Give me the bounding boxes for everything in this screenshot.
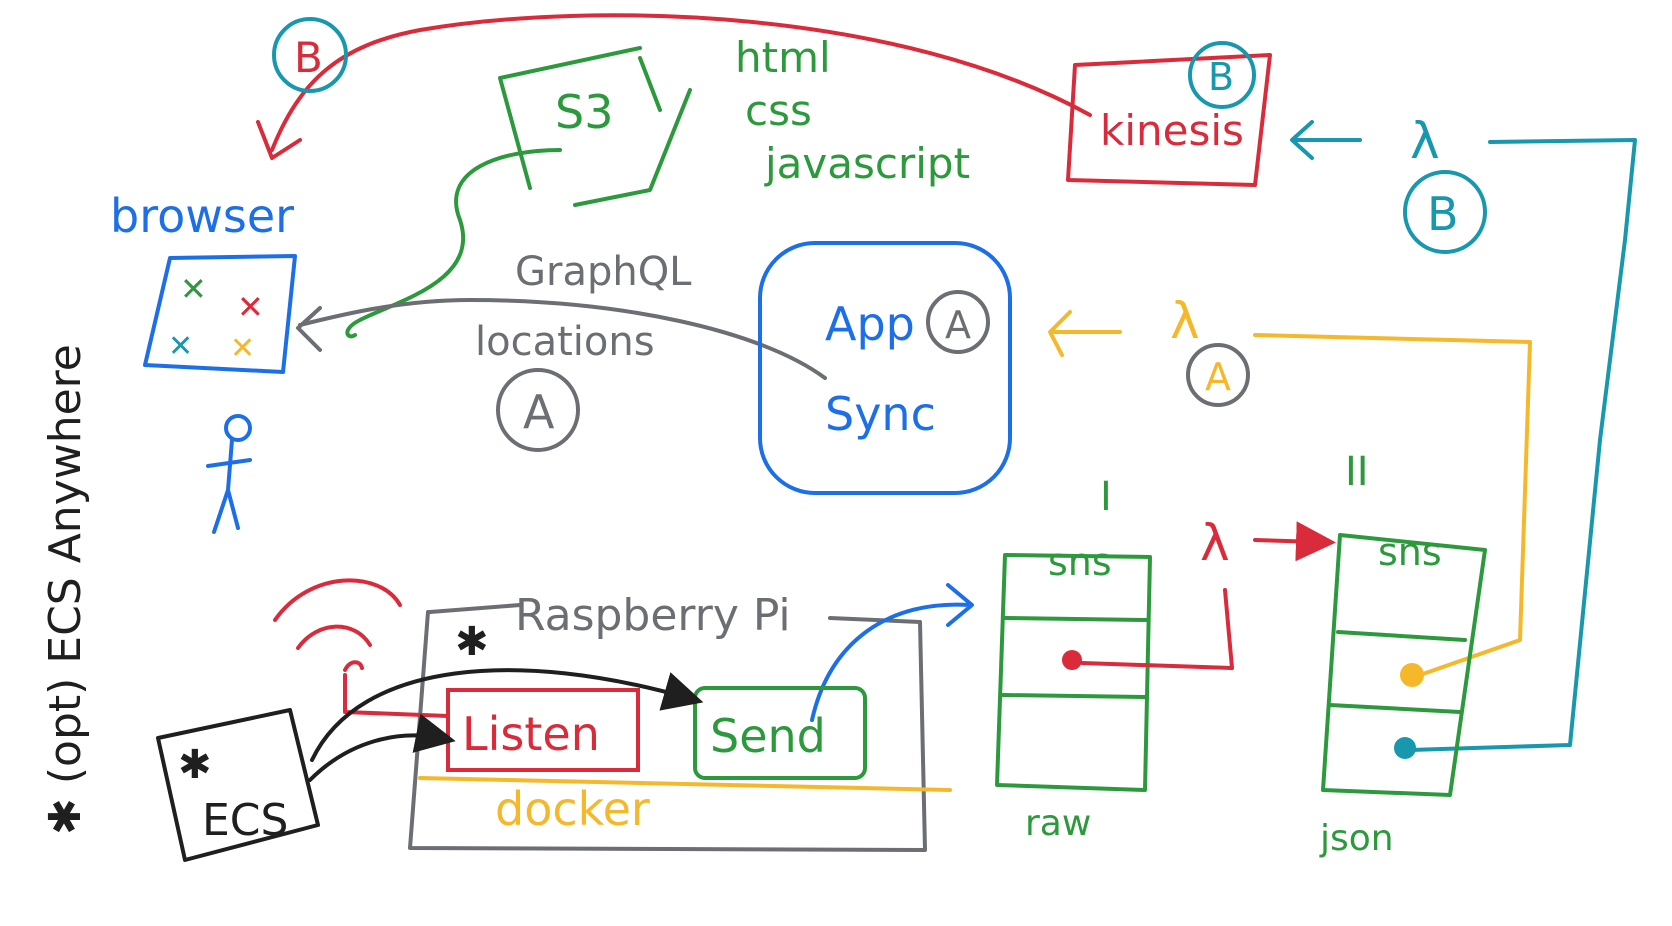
badge-a-locations-text: A: [523, 385, 555, 439]
ecs-to-send-arrow: [310, 668, 704, 762]
ecs-asterisk: ✱: [178, 742, 212, 788]
stage-2-label: II: [1345, 449, 1369, 495]
lambda-to-sns-json-arrow: [1253, 521, 1336, 562]
raw-to-lambda-line: [1080, 588, 1234, 670]
raw-record-dot: [1062, 650, 1082, 670]
lambda-a-label: λ: [1170, 292, 1200, 350]
json-record-orange-dot: [1400, 663, 1424, 687]
sync-label: Sync: [825, 387, 936, 441]
sns-json-box: [1321, 533, 1487, 797]
app-label: App: [825, 297, 915, 351]
javascript-label: javascript: [764, 139, 970, 188]
lambda-a-to-appsync-arrow: [1048, 310, 1122, 357]
badge-a-app-text: A: [945, 303, 971, 347]
docker-label: docker: [495, 782, 650, 836]
kinesis-to-browser-arc: [256, 13, 1092, 160]
locations-label: locations: [475, 319, 655, 365]
badge-b-kinesis-text: B: [1208, 55, 1234, 99]
lambda-b-label: λ: [1410, 112, 1440, 170]
browser-label: browser: [110, 189, 294, 243]
css-label: css: [745, 86, 812, 135]
badge-b-lambda: [1403, 170, 1487, 254]
graphql-label: GraphQL: [515, 249, 692, 295]
badge-b-lambda-text: B: [1427, 187, 1459, 241]
listen-label: Listen: [462, 707, 600, 761]
sns-json-label: sns: [1378, 530, 1442, 574]
docker-line: [418, 776, 952, 792]
sidebar-label: ✱ (opt) ECS Anywhere: [40, 344, 91, 835]
map-marker-red: ✕: [237, 288, 264, 326]
raspberry-pi-asterisk: ✱: [455, 619, 489, 665]
badge-a-locations: [496, 368, 580, 452]
badge-a-lambda-text: A: [1205, 355, 1231, 399]
ecs-box: [156, 708, 320, 862]
map-marker-teal: ✕: [168, 329, 193, 364]
kinesis-box: [1066, 53, 1272, 187]
raw-label: raw: [1025, 803, 1091, 844]
raspberry-pi-box: [408, 603, 927, 852]
wifi-signal-icon: [273, 578, 402, 672]
html-label: html: [735, 33, 831, 82]
s3-to-browser-link: [345, 148, 562, 339]
send-box: [693, 686, 867, 780]
appsync-box: [758, 241, 1012, 495]
browser-map-box: [143, 254, 297, 374]
wifi-to-listen-line: [343, 673, 450, 718]
ecs-label: ECS: [202, 795, 288, 846]
badge-a-app: [926, 290, 990, 354]
lambda-b-to-kinesis-arrow: [1290, 120, 1362, 160]
raspberry-pi-label: Raspberry Pi: [515, 590, 791, 641]
s3-bucket: [498, 46, 692, 207]
s3-label: S3: [555, 85, 613, 139]
sns-raw-label: sns: [1048, 540, 1112, 584]
kinesis-label: kinesis: [1100, 106, 1244, 155]
badge-b-browser: [272, 17, 348, 93]
ecs-to-listen-arrow: [308, 713, 456, 782]
user-icon: [206, 414, 252, 534]
send-label: Send: [710, 709, 826, 763]
json-label: json: [1319, 818, 1394, 859]
lambda-mid-label: λ: [1200, 514, 1230, 572]
pi-to-sns-raw-arrow: [810, 583, 974, 722]
map-marker-orange: ✕: [230, 331, 255, 366]
map-marker-green: ✕: [180, 270, 207, 308]
json-record-teal-dot: [1394, 737, 1416, 759]
badge-b-browser-text: B: [294, 33, 323, 82]
badge-a-lambda: [1186, 343, 1250, 407]
json-to-lambda-b-line: [1408, 138, 1637, 752]
json-to-lambda-a-line: [1253, 333, 1532, 677]
badge-b-kinesis: [1188, 41, 1256, 109]
stage-1-label: I: [1100, 474, 1112, 520]
sns-raw-box: [995, 553, 1152, 792]
